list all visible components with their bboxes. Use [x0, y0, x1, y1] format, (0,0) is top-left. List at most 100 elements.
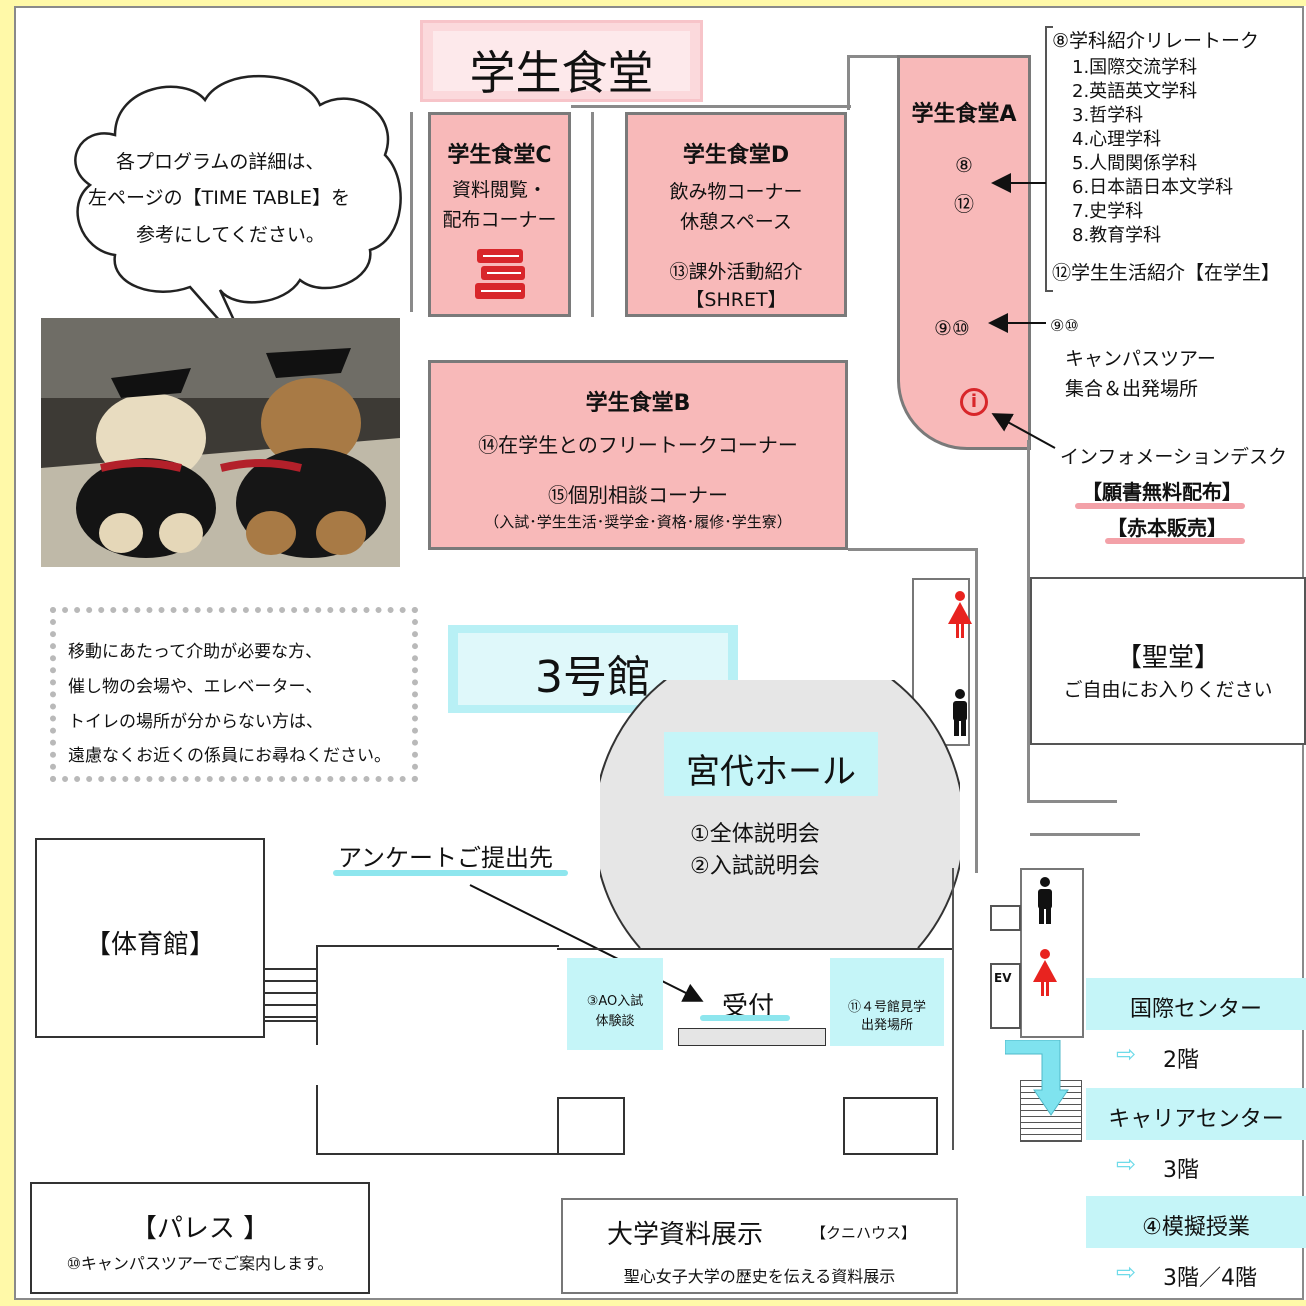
right-arrow-icon: ⇨ — [1116, 1040, 1137, 1068]
cafeteria-a: 学生食堂A ⑧ ⑫ ⑨⑩ i — [897, 55, 1031, 450]
cafeteria-d-name: 学生食堂D — [682, 143, 790, 168]
cafeteria-c: 学生食堂C 資料閲覧・ 配布コーナー — [428, 112, 571, 317]
ev-block: EV — [990, 963, 1021, 1029]
ao-booth: ③AO入試 体験談 — [567, 958, 663, 1050]
cafeteria-b: 学生食堂B ⑭在学生とのフリートークコーナー ⑮個別相談コーナー （入試･学生生… — [428, 360, 848, 550]
wall — [847, 55, 850, 110]
wall — [410, 112, 413, 312]
info-desk-underline — [1105, 538, 1245, 544]
relay-talk-item: 4.心理学科 — [1072, 129, 1162, 150]
wall — [571, 105, 851, 108]
cafeteria-a-name: 学生食堂A — [911, 102, 1017, 127]
relay-talk-item: 2.英語英文学科 — [1072, 81, 1198, 102]
ao-line1: ③AO入試 — [586, 994, 644, 1009]
teddy-bears-photo — [41, 318, 400, 567]
relay-talk-list: 1.国際交流学科 2.英語英文学科 3.哲学科 4.心理学科 5.人間関係学科 … — [1072, 56, 1233, 248]
gymnasium: 【体育館】 — [35, 838, 265, 1038]
wall — [848, 548, 978, 551]
relay-talk-item: 7.史学科 — [1072, 201, 1144, 222]
cafeteria-d-line4: 【SHRET】 — [685, 289, 787, 311]
hall-line2: ②入試説明会 — [690, 854, 820, 879]
wall — [316, 1085, 318, 1155]
cafeteria-d-line3: ⑬課外活動紹介 — [669, 261, 803, 283]
exhibit-sub: 【クニハウス】 — [811, 1224, 917, 1242]
survey-underline — [333, 870, 568, 876]
cafeteria-c-line1: 資料閲覧・ — [451, 179, 547, 201]
notice-line3: トイレの場所が分からない方は、 — [68, 712, 323, 732]
hall-line1: ①全体説明会 — [690, 822, 820, 847]
bubble-line-1: 各プログラムの詳細は、 — [116, 151, 325, 173]
relay-talk-item: 6.日本語日本文学科 — [1072, 177, 1234, 198]
cafeteria-d: 学生食堂D 飲み物コーナー 休憩スペース ⑬課外活動紹介 【SHRET】 — [625, 112, 847, 317]
relay-talk-item: 5.人間関係学科 — [1072, 153, 1198, 174]
cafeteria-d-line2: 休憩スペース — [680, 211, 792, 233]
wall — [975, 548, 978, 873]
cafeteria-d-line1: 飲み物コーナー — [669, 181, 803, 203]
relay-talk-title: ⑧学科紹介リレートーク — [1052, 30, 1260, 52]
chapel-note: ご自由にお入りください — [1063, 679, 1273, 701]
cafeteria-b-name: 学生食堂B — [585, 391, 691, 416]
info-desk-line1: インフォメーションデスク — [1060, 446, 1288, 468]
gym-corridor — [265, 968, 317, 1022]
wall — [1030, 833, 1140, 836]
building-block — [316, 945, 559, 947]
palace-name: 【パレス 】 — [130, 1214, 270, 1244]
books-icon — [475, 249, 525, 299]
tour-line2: 集合＆出発場所 — [1065, 378, 1199, 400]
reception-desk — [678, 1028, 826, 1046]
bldg4-line2: 出発場所 — [860, 1018, 913, 1033]
building-block — [843, 1097, 938, 1155]
mock-class-name: ④模擬授業 — [1142, 1215, 1250, 1240]
intl-center-name: 国際センター — [1129, 997, 1262, 1022]
wall — [316, 945, 318, 1045]
exhibit-title: 大学資料展示 — [607, 1220, 764, 1250]
notice-box — [50, 607, 418, 782]
bubble-line-2: 左ページの【TIME TABLE】を — [88, 187, 351, 209]
info-desk-line2: 【願書無料配布】 — [1082, 480, 1242, 504]
cafeteria-a-mark1: ⑧ — [955, 153, 973, 177]
palace-note: ⑩キャンパスツアーでご案内します。 — [66, 1254, 334, 1273]
mock-class-floor: 3階／4階 — [1163, 1266, 1257, 1291]
intl-center-floor: 2階 — [1163, 1048, 1199, 1073]
bldg4-booth: ⑪４号館見学 出発場所 — [830, 958, 944, 1046]
tour-mark: ⑨⑩ — [1050, 316, 1079, 335]
info-desk-line3: 【赤本販売】 — [1107, 516, 1227, 540]
info-icon: i — [960, 388, 988, 416]
student-life-label: ⑫学生生活紹介【在学生】 — [1052, 262, 1281, 284]
cafeteria-b-line3: （入試･学生生活･奨学金･資格･履修･学生寮） — [484, 513, 792, 531]
notice-line4: 遠慮なくお近くの係員にお尋ねください。 — [68, 746, 391, 766]
male-restroom-icon — [953, 689, 967, 736]
exhibit-note: 聖心女子大学の歴史を伝える資料展示 — [623, 1267, 896, 1286]
wall — [1027, 440, 1030, 800]
bldg4-line1: ⑪４号館見学 — [847, 1000, 926, 1015]
relay-talk-item: 8.教育学科 — [1072, 225, 1162, 246]
palace: 【パレス 】 ⑩キャンパスツアーでご案内します。 — [30, 1182, 370, 1294]
wall — [591, 112, 594, 317]
building-block — [990, 905, 1021, 931]
mock-class-box: ④模擬授業 — [1086, 1196, 1306, 1248]
reception-underline — [700, 1015, 790, 1021]
career-center-floor: 3階 — [1163, 1158, 1199, 1183]
speech-bubble — [74, 74, 402, 350]
right-arrow-icon: ⇨ — [1116, 1258, 1137, 1286]
male-restroom-icon — [1038, 877, 1052, 924]
gym-name: 【体育館】 — [84, 930, 215, 960]
building-block — [557, 1097, 625, 1155]
exhibit: 大学資料展示 【クニハウス】 聖心女子大学の歴史を伝える資料展示 — [561, 1198, 958, 1294]
notice-line1: 移動にあたって介助が必要な方、 — [68, 642, 323, 662]
chapel: 【聖堂】 ご自由にお入りください — [1030, 577, 1306, 745]
wall — [1027, 800, 1117, 803]
cafeteria-c-name: 学生食堂C — [447, 143, 552, 168]
tour-line1: キャンパスツアー — [1065, 348, 1216, 370]
right-arrow-icon: ⇨ — [1116, 1150, 1137, 1178]
female-restroom-icon — [948, 591, 972, 638]
cafeteria-b-line1: ⑭在学生とのフリートークコーナー — [478, 433, 798, 457]
relay-talk-item: 3.哲学科 — [1072, 105, 1144, 126]
notice-line2: 催し物の会場や、エレベーター、 — [68, 677, 323, 697]
building-title-box: 3号館 — [448, 625, 738, 713]
stair-direction-arrow — [1005, 1040, 1069, 1116]
wall — [557, 948, 952, 950]
cafeteria-a-mark3: ⑨⑩ — [934, 316, 970, 340]
career-center-box: キャリアセンター — [1086, 1088, 1306, 1140]
